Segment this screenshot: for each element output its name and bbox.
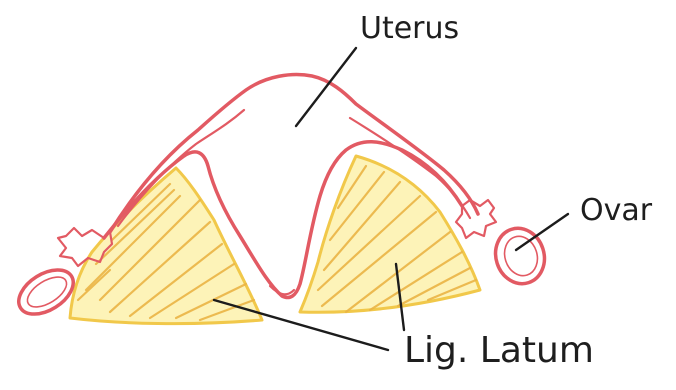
broad-ligament-label: Lig. Latum: [404, 330, 594, 371]
uterus-label: Uterus: [360, 11, 459, 46]
uterus-leader-line: [296, 48, 356, 126]
ovary-label: Ovar: [580, 193, 653, 228]
left-broad-ligament: [70, 168, 262, 324]
right-fimbriae: [456, 200, 496, 238]
